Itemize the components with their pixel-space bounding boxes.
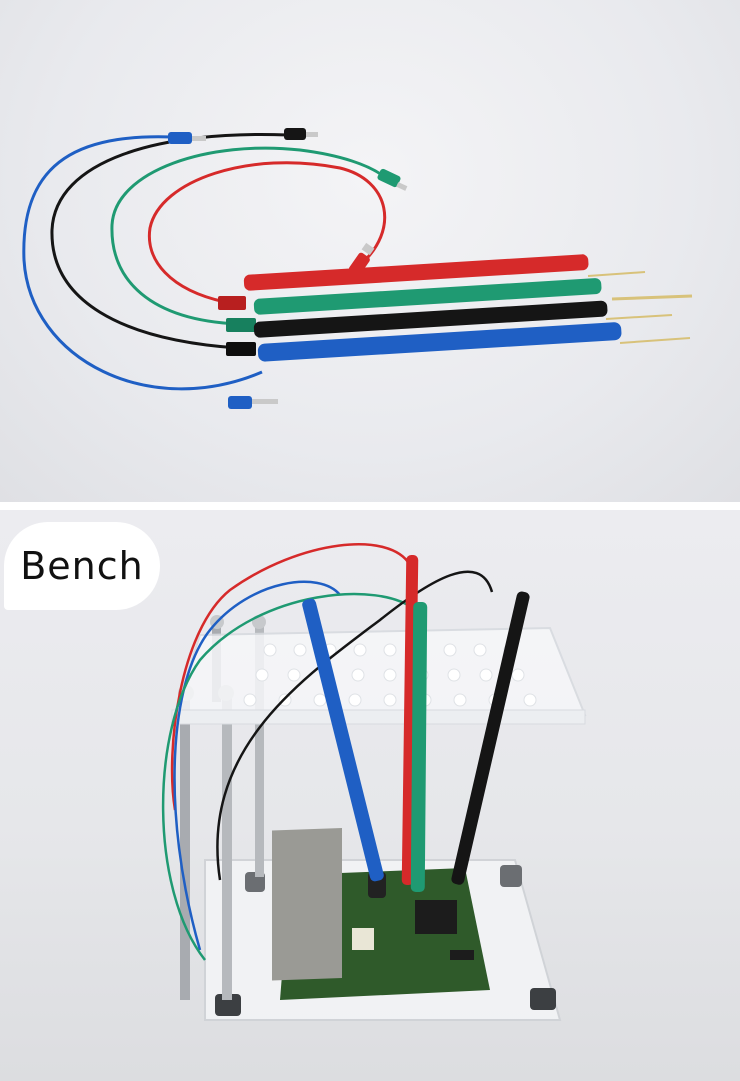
green-banana-plug [377,168,408,191]
green-bench-probe [410,601,428,893]
probe-bench-photo [0,510,740,1081]
green-probe-pen [226,278,693,332]
bench-illustration [161,543,587,1021]
red-probe-pen [218,254,646,310]
top-plate [170,626,587,725]
blue-banana-plug [168,132,206,144]
red-bench-wire [170,543,412,811]
panel-divider [0,502,740,510]
blue-lead-wire [22,135,263,391]
bench-label-bubble: Bench [4,522,160,610]
black-banana-plug [284,128,318,140]
blue-bench-probe [302,598,384,882]
circuit-board [272,828,490,1000]
green-lead-wire [110,146,387,326]
red-lead-wire [147,161,387,304]
blue-end-plug [228,396,278,409]
black-bench-probe [451,591,530,885]
black-probe-pen [226,300,673,356]
blue-bench-wire [173,580,341,951]
probe-set-photo [0,0,740,502]
black-lead-wire [50,132,289,350]
bench-label: Bench [20,544,144,588]
probe-set-illustration [22,128,693,409]
rubber-feet [215,865,556,1016]
blue-probe-pen [257,322,691,362]
green-bench-wire [161,592,416,961]
black-bench-wire [216,570,494,881]
